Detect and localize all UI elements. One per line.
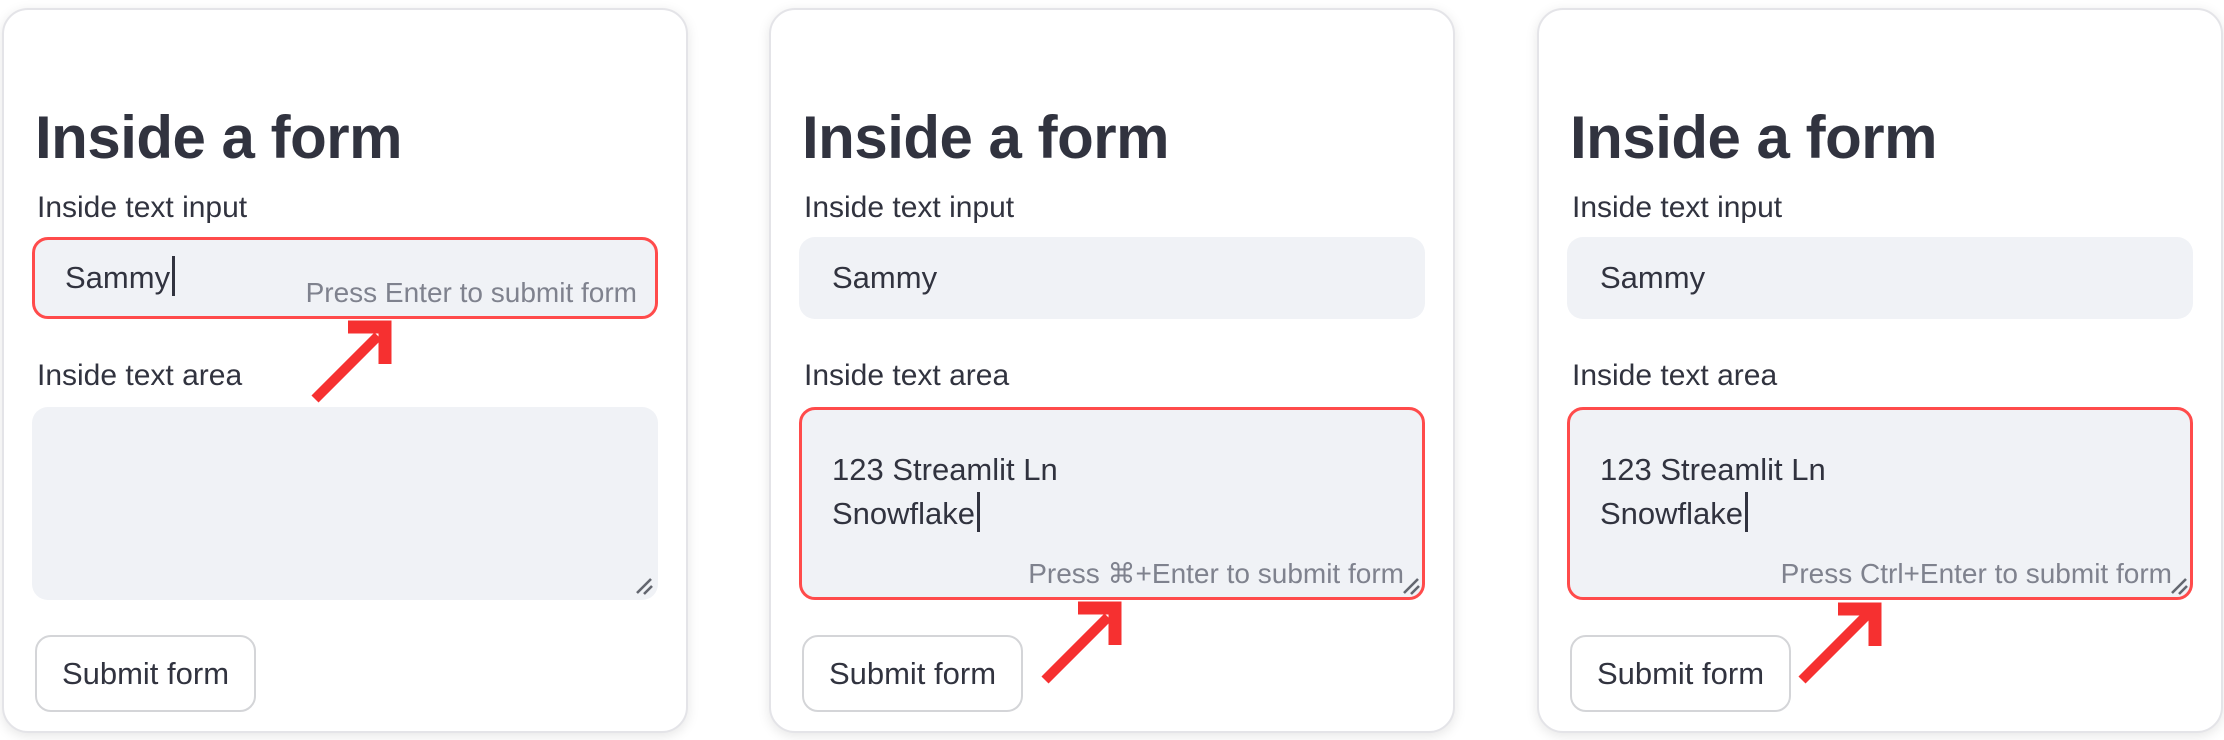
submit-hint: Press ⌘+Enter to submit form	[1028, 558, 1404, 589]
text-area[interactable]	[32, 407, 658, 600]
form-card-3: Inside a form Inside text input Sammy In…	[1537, 8, 2223, 733]
submit-form-button[interactable]: Submit form	[1570, 635, 1791, 712]
text-area-label: Inside text area	[37, 359, 243, 392]
resize-handle-icon[interactable]	[2166, 573, 2188, 595]
text-input-label: Inside text input	[1572, 191, 1783, 224]
text-area-label: Inside text area	[1572, 359, 1778, 392]
submit-form-button[interactable]: Submit form	[35, 635, 256, 712]
form-card-2: Inside a form Inside text input Sammy In…	[769, 8, 1455, 733]
text-cursor	[977, 492, 981, 532]
text-cursor	[172, 256, 176, 296]
page-title: Inside a form	[1570, 103, 1937, 171]
page-title: Inside a form	[35, 103, 402, 171]
page-title: Inside a form	[802, 103, 1169, 171]
text-input[interactable]: Sammy Press Enter to submit form	[32, 237, 658, 319]
text-input-value: Sammy	[65, 240, 176, 316]
text-area-label: Inside text area	[804, 359, 1010, 392]
submit-hint: Press Ctrl+Enter to submit form	[1780, 558, 2172, 589]
text-input-label: Inside text input	[804, 191, 1015, 224]
submit-form-button[interactable]: Submit form	[802, 635, 1023, 712]
resize-handle-icon[interactable]	[631, 573, 653, 595]
submit-hint: Press Enter to submit form	[305, 277, 637, 308]
text-input-value: Sammy	[832, 260, 938, 295]
form-card-1: Inside a form Inside text input Sammy Pr…	[2, 8, 688, 733]
text-input-label: Inside text input	[37, 191, 248, 224]
resize-handle-icon[interactable]	[1398, 573, 1420, 595]
text-input[interactable]: Sammy	[1567, 237, 2193, 319]
text-input-value: Sammy	[1600, 260, 1706, 295]
text-cursor	[1745, 492, 1749, 532]
text-input[interactable]: Sammy	[799, 237, 1425, 319]
